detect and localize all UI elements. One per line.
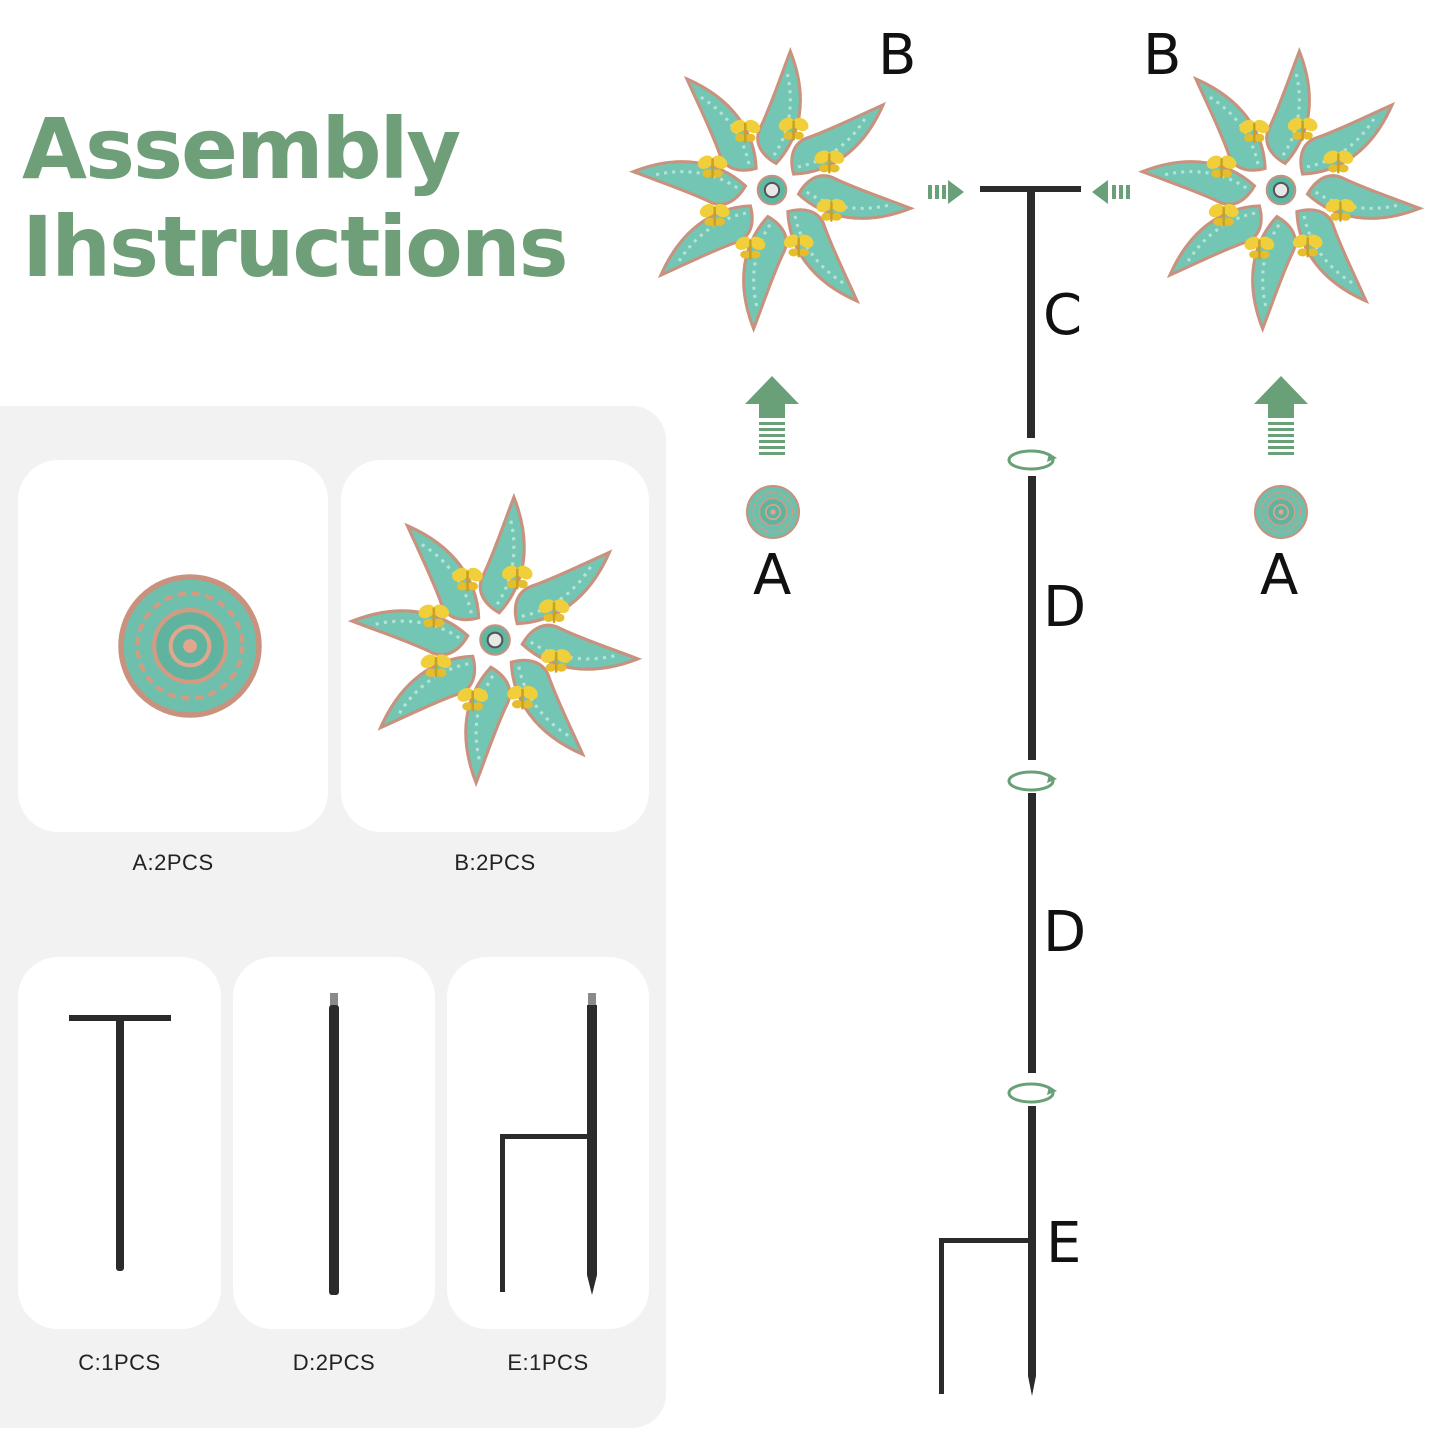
arrow-right-icon [928, 180, 964, 204]
arrow-up-left-icon [745, 376, 799, 455]
part-card-d [233, 957, 435, 1329]
pinwheel-left-icon [633, 51, 910, 328]
t-rod-icon [69, 1015, 171, 1271]
rod-d2-icon [1028, 793, 1036, 1073]
twist-2-icon [1007, 770, 1059, 792]
rod-c-icon [980, 186, 1081, 438]
twist-3-icon [1007, 1082, 1059, 1104]
label-e: E [1046, 1211, 1082, 1276]
part-card-b [341, 460, 649, 832]
rod-d1-icon [1028, 476, 1036, 760]
twist-1-icon [1007, 449, 1059, 471]
arrow-up-right-icon [1254, 376, 1308, 455]
label-d2: D [1043, 900, 1087, 965]
medallion-left-icon [745, 484, 801, 540]
medallion-right-icon [1253, 484, 1309, 540]
part-card-e [447, 957, 649, 1329]
caption-c: C:1PCS [78, 1350, 161, 1375]
label-a-left: A [753, 543, 792, 608]
page-title: Assembly Ihstructions [22, 100, 569, 296]
caption-e: E:1PCS [507, 1350, 589, 1375]
label-a-right: A [1260, 543, 1299, 608]
rod-e-icon [939, 1106, 1036, 1396]
straight-rod-icon [329, 993, 339, 1295]
caption-a: A:2PCS [132, 850, 214, 875]
title-line-1: Assembly [22, 100, 461, 198]
label-b-left: B [878, 23, 917, 88]
part-card-c [18, 957, 221, 1329]
part-card-a [18, 460, 328, 832]
title-line-2: Ihstructions [22, 198, 569, 296]
label-c: C [1043, 283, 1083, 348]
label-d1: D [1043, 575, 1087, 640]
arrow-left-icon [1092, 180, 1130, 204]
pinwheel-right-icon [1142, 51, 1419, 328]
label-b-right: B [1143, 23, 1182, 88]
caption-b: B:2PCS [454, 850, 536, 875]
stake-rod-icon [500, 993, 597, 1295]
caption-d: D:2PCS [292, 1350, 376, 1375]
